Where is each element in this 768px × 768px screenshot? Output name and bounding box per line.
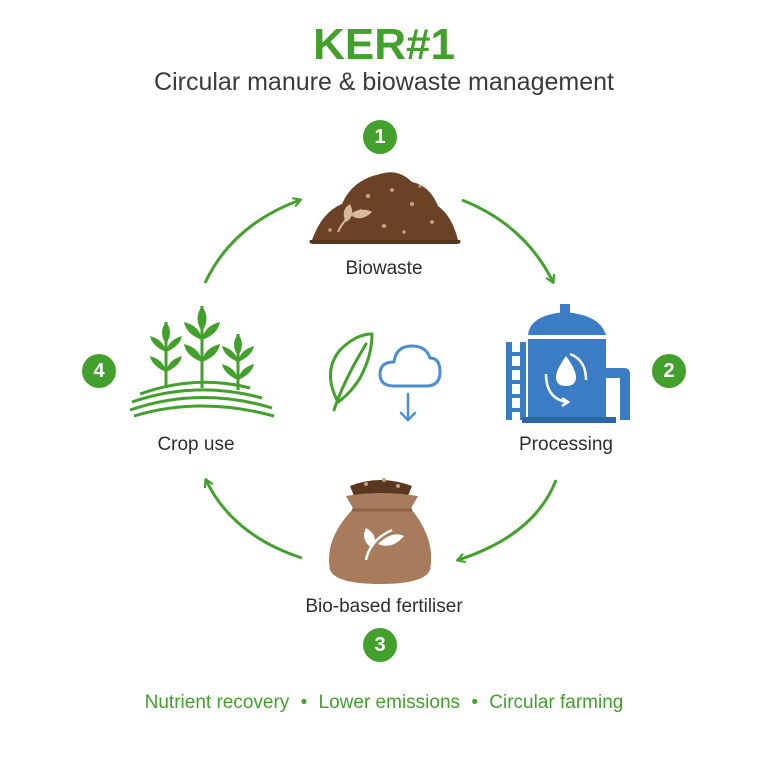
arrow-processing-to-fertiliser (458, 479, 558, 560)
page-title: KER#1 (313, 20, 455, 69)
page-subtitle: Circular manure & biowaste management (154, 68, 614, 96)
step-4-label: Crop use (157, 434, 235, 455)
arrow-biowaste-to-processing (461, 198, 553, 282)
step-1-badge: 1 (363, 120, 397, 154)
arrow-crop-to-biowaste (203, 200, 300, 284)
footer-tagline: Nutrient recovery • Lower emissions • Ci… (0, 692, 768, 714)
footer-separator: • (300, 692, 308, 713)
step-1-label: Biowaste (345, 258, 423, 279)
step-4-badge: 4 (82, 354, 116, 388)
step-3-label: Bio-based fertiliser (305, 596, 463, 617)
step-3-badge: 3 (363, 628, 397, 662)
footer-separator: • (471, 692, 478, 713)
footer-item-circular-farming: Circular farming (489, 692, 624, 713)
step-2-label: Processing (519, 434, 613, 455)
footer-item-nutrient-recovery: Nutrient recovery (144, 692, 290, 713)
step-2-badge: 2 (652, 354, 686, 388)
footer-item-lower-emissions: Lower emissions (318, 692, 461, 713)
arrow-fertiliser-to-crop (206, 480, 303, 560)
